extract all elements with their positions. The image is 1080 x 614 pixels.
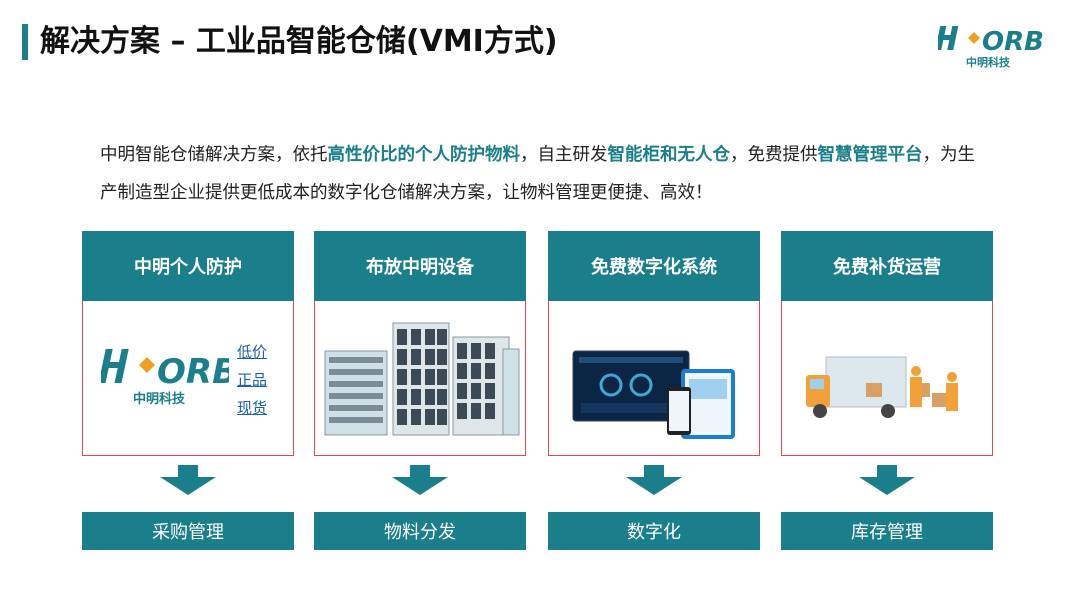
column-body (781, 301, 993, 456)
tag-genuine[interactable]: 正品 (237, 371, 268, 389)
down-arrow-icon (160, 465, 216, 495)
down-arrow-icon (626, 465, 682, 495)
tag-low-price[interactable]: 低价 (237, 343, 268, 361)
title-accent-bar (22, 24, 28, 60)
column-body (314, 301, 526, 456)
column-deploy-equipment: 布放中明设备 (314, 231, 526, 456)
column-header: 布放中明设备 (314, 231, 526, 301)
down-arrow-icon (392, 465, 448, 495)
horb-logo: ORB 中明科技 (938, 26, 1044, 69)
feature-tags: 低价 正品 现货 (237, 341, 267, 419)
footer-procurement: 采购管理 (82, 512, 294, 550)
svg-text:ORB: ORB (982, 27, 1044, 57)
horb-brand-logo: ORB 中明科技 (101, 349, 229, 407)
svg-text:ORB: ORB (157, 352, 229, 392)
column-body: ORB 中明科技 低价 正品 现货 (82, 301, 294, 456)
column-replenishment: 免费补货运营 (781, 231, 993, 456)
footer-inventory: 库存管理 (781, 512, 993, 550)
column-header: 免费补货运营 (781, 231, 993, 301)
footer-digitization: 数字化 (548, 512, 760, 550)
intro-paragraph: 中明智能仓储解决方案，依托高性价比的个人防护物料，自主研发智能柜和无人仓，免费提… (100, 145, 975, 203)
column-digital-system: 免费数字化系统 (548, 231, 760, 456)
logo-caption: 中明科技 (966, 55, 1011, 69)
column-body (548, 301, 760, 456)
vending-cabinets-image (324, 322, 520, 436)
column-header: 免费数字化系统 (548, 231, 760, 301)
tag-in-stock[interactable]: 现货 (237, 399, 268, 417)
delivery-truck-image (806, 356, 958, 418)
down-arrow-icon (859, 465, 915, 495)
footer-distribution: 物料分发 (314, 512, 526, 550)
dashboard-devices-image (572, 350, 735, 439)
page-title: 解决方案 – 工业品智能仓储(VMI方式) (40, 24, 558, 59)
svg-text:中明科技: 中明科技 (133, 391, 186, 407)
column-header: 中明个人防护 (82, 231, 294, 301)
column-personal-protection: 中明个人防护 ORB 中明科技 低价 正品 现货 (82, 231, 294, 456)
